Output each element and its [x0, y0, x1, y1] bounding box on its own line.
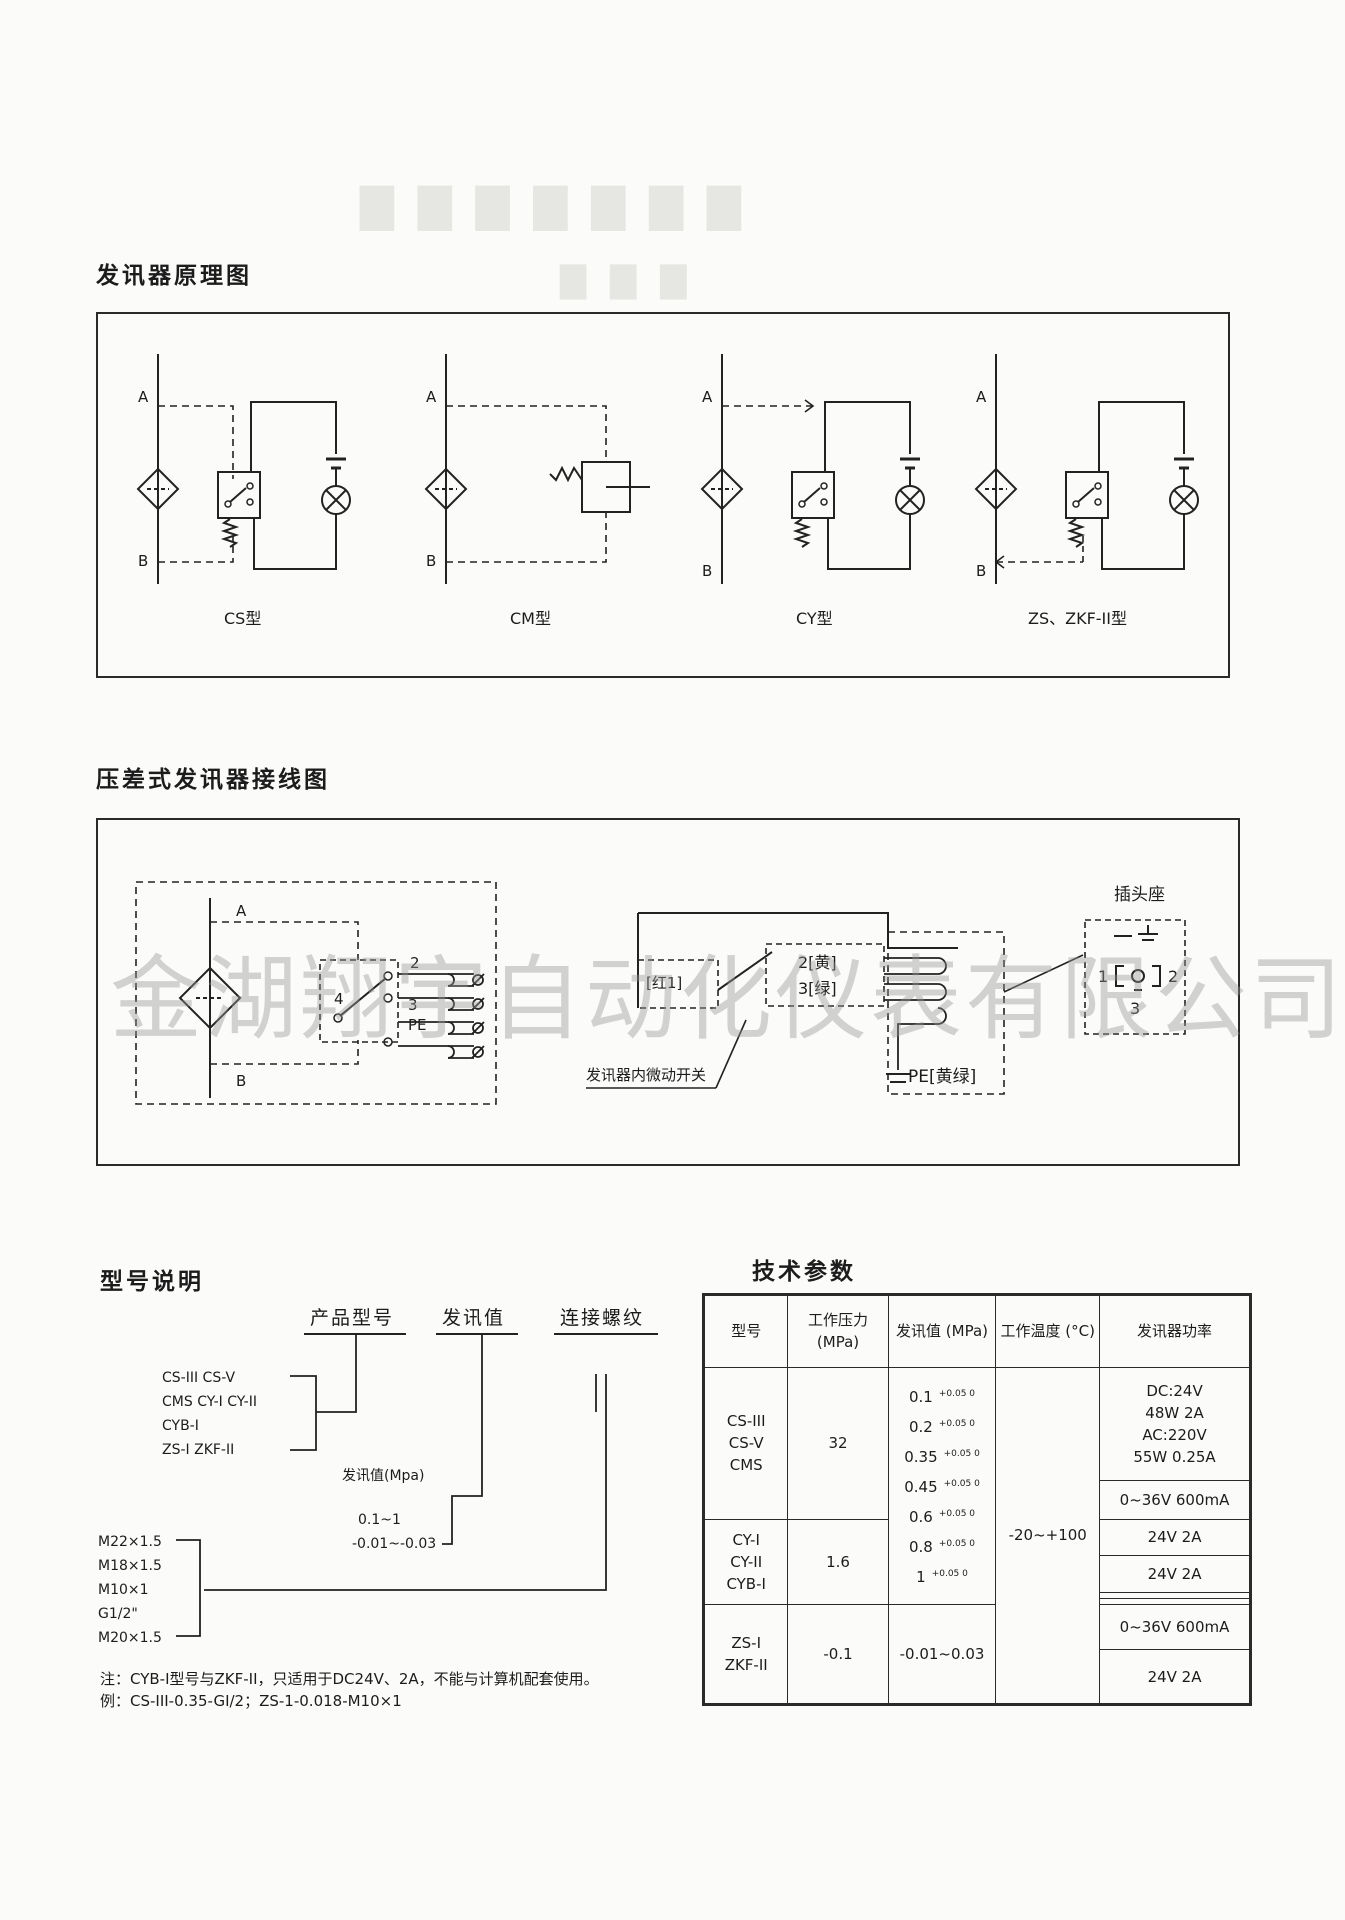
- th-temp: 工作温度 (°C): [995, 1294, 1101, 1368]
- socket-pin-2: 2: [1168, 967, 1178, 986]
- wiring-section-title: 压差式发讯器接线图: [96, 767, 330, 793]
- zs-signal: -0.01~0.03: [887, 1603, 997, 1706]
- th-model: 型号: [702, 1294, 789, 1368]
- models-group-2: CY-I CY-II CYB-I: [702, 1518, 789, 1605]
- temperature: -20~+100: [995, 1366, 1101, 1706]
- cs-diagram: A B CS型: [137, 354, 351, 628]
- pressure-group-3: -0.1: [787, 1603, 889, 1706]
- value-label: 发讯值(Mpa): [342, 1468, 424, 1484]
- power-5: 0~36V 600mA: [1099, 1603, 1251, 1651]
- value-1: 0.1~1: [358, 1512, 401, 1528]
- socket-title: 插头座: [1114, 885, 1165, 905]
- terminal-2: 2: [410, 954, 420, 972]
- cs-port-b: B: [138, 552, 148, 570]
- power-6: 24V 2A: [1099, 1649, 1251, 1705]
- wire-green-label: 3[绿]: [798, 979, 837, 998]
- power-4: 24V 2A: [1099, 1555, 1251, 1593]
- cm-label: CM型: [510, 609, 551, 628]
- cy-diagram: A B CY型: [701, 354, 925, 628]
- pe-label: PE[黄绿]: [908, 1067, 976, 1087]
- models-group-1: CS-III CS-V CMS: [702, 1366, 789, 1520]
- company-watermark: 金湖翔宇自动化仪表有限公司: [110, 946, 1345, 1053]
- product-1: CS-III CS-V: [162, 1370, 235, 1386]
- zs-port-a: A: [976, 388, 987, 406]
- tech-section-title: 技术参数: [752, 1259, 856, 1285]
- value-2: -0.01~-0.03: [352, 1536, 436, 1552]
- th-signal: 发讯值 (MPa): [887, 1294, 997, 1368]
- wiring-diagram-box: A B 2 4 3 PE [红1] 2[黄] 3[绿] PE[黄绿]: [96, 818, 1240, 1166]
- ghost-text-2: ▇▇▇: [560, 260, 711, 300]
- cy-port-b: B: [702, 562, 712, 580]
- cm-port-b: B: [426, 552, 436, 570]
- socket-pin-1: 1: [1098, 967, 1108, 986]
- th-pressure: 工作压力 (MPa): [787, 1294, 889, 1368]
- zs-label: ZS、ZKF-II型: [1028, 609, 1127, 628]
- product-2: CMS CY-I CY-II: [162, 1394, 257, 1410]
- terminal-4: 4: [334, 990, 344, 1008]
- terminal-pe: PE: [408, 1016, 427, 1034]
- thread-2: M18×1.5: [98, 1558, 162, 1574]
- product-3: CYB-I: [162, 1418, 199, 1434]
- model-note: 注：CYB-I型号与ZKF-II，只适用于DC24V、2A，不能与计算机配套使用…: [100, 1670, 599, 1688]
- hdr-value: 发讯值: [442, 1307, 505, 1329]
- signal-values: 0.1+0.05 0 0.2+0.05 0 0.35+0.05 0 0.45+0…: [887, 1366, 997, 1605]
- power-spacer-1: [1099, 1591, 1251, 1599]
- wiring-port-a: A: [236, 902, 247, 920]
- wiring-diagram: A B 2 4 3 PE [红1] 2[黄] 3[绿] PE[黄绿]: [135, 881, 1186, 1105]
- zs-port-b: B: [976, 562, 986, 580]
- pressure-group-1: 32: [787, 1366, 889, 1520]
- cy-port-a: A: [702, 388, 713, 406]
- thread-5: M20×1.5: [98, 1630, 162, 1646]
- cm-port-a: A: [426, 388, 437, 406]
- tech-param-table: 型号 工作压力 (MPa) 发讯值 (MPa) 工作温度 (°C) 发讯器功率 …: [702, 1293, 1252, 1706]
- principle-diagrams: A B CS型 A B CM型 A B: [137, 354, 1199, 628]
- models-group-3: ZS-I ZKF-II: [702, 1603, 789, 1706]
- thread-3: M10×1: [98, 1582, 149, 1598]
- model-section-title: 型号说明: [100, 1269, 204, 1295]
- cs-label: CS型: [224, 609, 261, 628]
- power-2: 0~36V 600mA: [1099, 1480, 1251, 1520]
- principle-section-title: 发讯器原理图: [96, 263, 252, 289]
- wire-yellow-label: 2[黄]: [798, 953, 837, 972]
- pressure-group-2: 1.6: [787, 1518, 889, 1605]
- th-power: 发讯器功率: [1099, 1294, 1251, 1368]
- model-example: 例：CS-III-0.35-GI/2；ZS-1-0.018-M10×1: [100, 1692, 402, 1710]
- thread-1: M22×1.5: [98, 1534, 162, 1550]
- power-spacer-2: [1099, 1597, 1251, 1605]
- wire-red-label: [红1]: [646, 974, 682, 992]
- wiring-port-b: B: [236, 1072, 246, 1090]
- terminal-3: 3: [408, 996, 418, 1014]
- thread-4: G1/2": [98, 1606, 138, 1622]
- zs-diagram: A B ZS、ZKF-II型: [975, 354, 1199, 628]
- cm-diagram: A B CM型: [425, 354, 650, 628]
- cs-port-a: A: [138, 388, 149, 406]
- power-3: 24V 2A: [1099, 1518, 1251, 1557]
- switch-label: 发讯器内微动开关: [586, 1066, 706, 1084]
- cy-label: CY型: [796, 609, 833, 628]
- principle-diagram-box: A B CS型 A B CM型 A B: [96, 312, 1230, 678]
- socket-pin-3: 3: [1130, 999, 1140, 1018]
- hdr-thread: 连接螺纹: [560, 1307, 644, 1329]
- ghost-text-1: ▇▇▇▇▇▇▇: [360, 180, 765, 231]
- product-4: ZS-I ZKF-II: [162, 1442, 234, 1458]
- hdr-product: 产品型号: [310, 1307, 394, 1329]
- model-code-diagram: 产品型号 发讯值 连接螺纹 CS-III CS-V CMS CY-I CY-II…: [98, 1307, 658, 1646]
